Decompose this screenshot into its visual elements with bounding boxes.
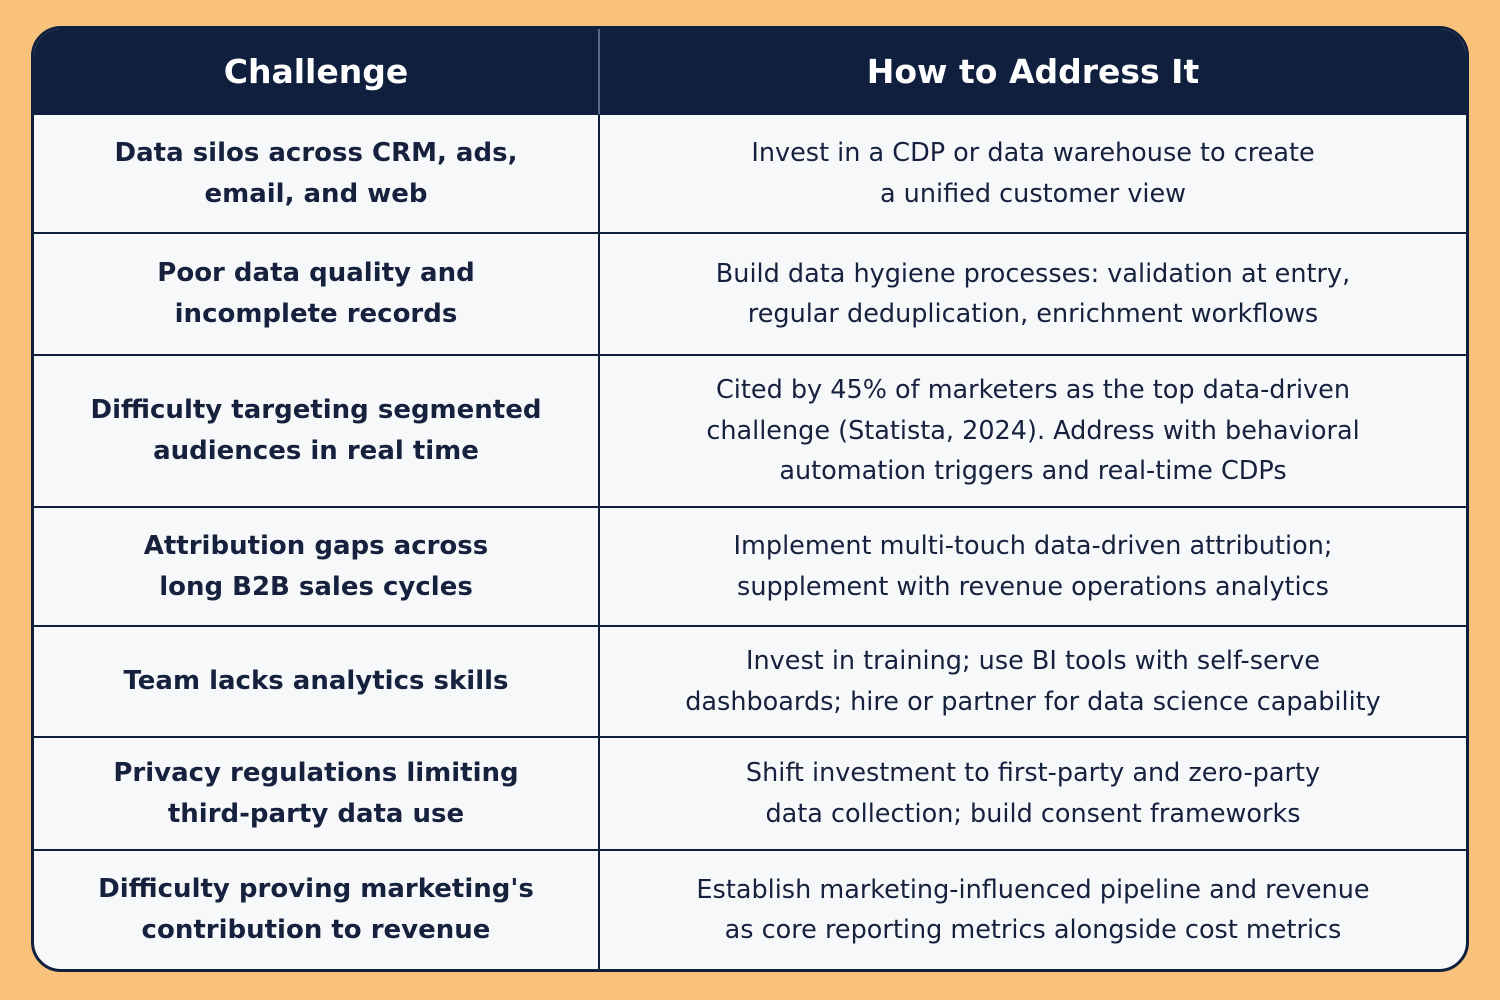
challenge-cell: Difficulty proving marketing's contribut… — [34, 851, 600, 969]
solution-cell: Implement multi-touch data-driven attrib… — [600, 508, 1466, 627]
challenge-cell: Team lacks analytics skills — [34, 627, 600, 738]
header-challenge: Challenge — [34, 29, 600, 115]
solution-cell: Build data hygiene processes: validation… — [600, 234, 1466, 356]
solution-cell: Invest in a CDP or data warehouse to cre… — [600, 115, 1466, 234]
solution-cell: Establish marketing-influenced pipeline … — [696, 874, 1370, 946]
challenge-cell: Privacy regulations limiting third-party… — [34, 738, 600, 851]
solution-cell: Cited by 45% of marketers as the top dat… — [600, 356, 1466, 508]
challenge-cell: Difficulty targeting segmented audiences… — [34, 356, 600, 508]
solution-cell: Shift investment to first-party and zero… — [600, 738, 1466, 851]
header-solution: How to Address It — [600, 29, 1466, 115]
solution-cell: Invest in training; use BI tools with se… — [600, 627, 1466, 738]
challenges-table: Challenge How to Address It Data silos a… — [31, 26, 1469, 972]
challenge-cell: Poor data quality and incomplete records — [34, 234, 600, 356]
challenge-cell: Attribution gaps across long B2B sales c… — [34, 508, 600, 627]
challenge-cell: Data silos across CRM, ads, email, and w… — [34, 115, 600, 234]
